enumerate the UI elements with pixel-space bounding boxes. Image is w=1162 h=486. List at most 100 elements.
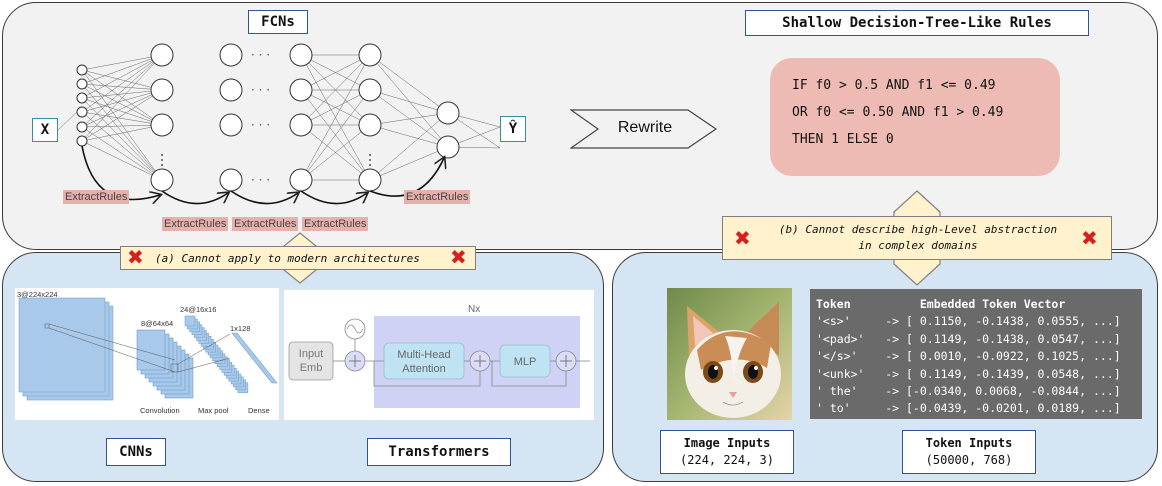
token-row: '</s>' -> [ 0.0010, -0.0922, 0.1025, ...… bbox=[816, 349, 1121, 364]
svg-text:Input: Input bbox=[299, 348, 323, 360]
ellipsis-dot bbox=[369, 154, 371, 156]
cross-icon: ✖ bbox=[450, 245, 467, 269]
rule-line: OR f0 <= 0.50 AND f1 > 0.49 bbox=[792, 105, 1004, 120]
fcn-neuron bbox=[289, 78, 313, 102]
cnn-stage-label: Dense bbox=[248, 406, 270, 415]
fcn-neuron bbox=[436, 135, 460, 159]
token-row: '<pad>' -> [ 0.1149, -0.1438, 0.0547, ..… bbox=[816, 331, 1121, 346]
extract-rules-label: ExtractRules bbox=[232, 217, 299, 231]
rule-line: IF f0 > 0.5 AND f1 <= 0.49 bbox=[792, 78, 996, 93]
fcn-neuron bbox=[289, 113, 313, 137]
extract-rules-label: ExtractRules bbox=[63, 190, 130, 204]
fcn-neurons bbox=[76, 43, 460, 192]
fcn-ellipsis: · · · · · · · · · · · · bbox=[161, 48, 371, 187]
cnn-layer-label: 24@16x16 bbox=[180, 305, 216, 314]
limitation-b-text: (b) Cannot describe high-Level abstracti… bbox=[762, 222, 1074, 254]
ellipsis-text: · · · bbox=[251, 173, 270, 187]
token-row: '<s>' -> [ 0.1150, -0.1438, 0.0555, ...] bbox=[816, 314, 1121, 329]
nx-label: Nx bbox=[468, 304, 480, 315]
fcn-neuron bbox=[219, 43, 243, 67]
cnn-title: CNNs bbox=[106, 438, 166, 466]
transformer-diagram: Nx Input Emb Multi-Head Attention MLP bbox=[288, 304, 590, 408]
cnn-stage-label: Convolution bbox=[140, 406, 180, 415]
cross-icon: ✖ bbox=[127, 245, 144, 269]
fcn-neuron bbox=[150, 168, 174, 192]
fcn-neuron bbox=[76, 121, 88, 133]
cnn-stage-label: Max pool bbox=[198, 406, 229, 415]
extract-rules-label: ExtractRules bbox=[404, 190, 471, 204]
fcn-neuron bbox=[76, 135, 88, 147]
cnn-layer-label: 1x128 bbox=[230, 324, 250, 333]
fcn-title: FCNs bbox=[248, 10, 308, 34]
extract-rules-label: ExtractRules bbox=[162, 217, 229, 231]
image-inputs-shape: (224, 224, 3) bbox=[680, 453, 774, 467]
token-row: '<unk>' -> [ 0.1149, -0.1439, 0.0548, ..… bbox=[816, 366, 1121, 381]
ellipsis-text: · · · bbox=[251, 48, 270, 62]
cnn-layer-label: 3@224x224 bbox=[17, 290, 58, 299]
fcn-neuron bbox=[219, 78, 243, 102]
fcn-neuron bbox=[358, 168, 382, 192]
fcn-title-text: FCNs bbox=[261, 14, 295, 30]
token-table-header: Token Embedded Token Vector bbox=[816, 297, 1066, 311]
extract-rules-arc bbox=[230, 190, 298, 205]
svg-text:Attention: Attention bbox=[402, 363, 445, 375]
rewrite-label: Rewrite bbox=[617, 119, 673, 136]
rules-title: Shallow Decision-Tree-Like Rules bbox=[745, 10, 1089, 36]
cnn-pool-map bbox=[184, 315, 196, 327]
rules-title-text: Shallow Decision-Tree-Like Rules bbox=[782, 15, 1052, 31]
token-row: ' the' -> [-0.0340, 0.0068, -0.0844, ...… bbox=[816, 383, 1121, 398]
rules-box: IF f0 > 0.5 AND f1 <= 0.49 OR f0 <= 0.50… bbox=[770, 58, 1060, 176]
cnn-diagram: 3@224x224 8@64x64 24@16x16 1x128 Convolu… bbox=[17, 290, 278, 415]
fcn-neuron bbox=[76, 106, 88, 118]
image-inputs-caption: Image Inputs (224, 224, 3) bbox=[660, 430, 794, 474]
ellipsis-text: · · · bbox=[251, 83, 270, 97]
ellipsis-dot bbox=[369, 159, 371, 161]
ellipsis-dot bbox=[161, 164, 163, 166]
token-inputs-caption: Token Inputs (50000, 768) bbox=[902, 430, 1036, 474]
svg-text:Emb: Emb bbox=[300, 362, 323, 374]
output-y-box: Ŷ bbox=[500, 116, 526, 142]
limitation-b-line: (b) Cannot describe high-Level abstracti… bbox=[778, 223, 1058, 236]
image-inputs-title: Image Inputs bbox=[683, 436, 771, 450]
ellipsis-text: · · · bbox=[251, 118, 270, 132]
svg-text:MLP: MLP bbox=[514, 356, 537, 368]
transformer-title-text: Transformers bbox=[388, 444, 490, 460]
token-embedding-table: Token Embedded Token Vector '<s>' -> [ 0… bbox=[810, 289, 1142, 419]
fcn-neuron bbox=[358, 78, 382, 102]
fcn-neuron bbox=[289, 168, 313, 192]
fcn-neuron bbox=[150, 113, 174, 137]
fcn-neuron bbox=[219, 113, 243, 137]
rewrite-arrow bbox=[570, 109, 718, 149]
cross-icon: ✖ bbox=[734, 226, 751, 250]
limitation-b-box bbox=[722, 216, 1112, 260]
token-inputs-shape: (50000, 768) bbox=[925, 453, 1013, 467]
extract-rules-arc bbox=[300, 190, 367, 205]
fcn-neuron bbox=[436, 101, 460, 125]
limitation-a-box bbox=[120, 246, 476, 270]
fcn-neuron bbox=[219, 168, 243, 192]
input-x-box: X bbox=[32, 118, 58, 142]
transformer-title: Transformers bbox=[367, 438, 511, 466]
fcn-neuron bbox=[289, 43, 313, 67]
extract-rules-arc bbox=[161, 190, 228, 205]
limitation-a-text: (a) Cannot apply to modern architectures bbox=[155, 252, 420, 265]
fcn-neuron bbox=[358, 113, 382, 137]
ellipsis-dot bbox=[369, 164, 371, 166]
cnn-layer-label: 8@64x64 bbox=[141, 319, 173, 328]
extract-rules-label: ExtractRules bbox=[302, 217, 369, 231]
fcn-neuron bbox=[150, 43, 174, 67]
svg-text:Multi-Head: Multi-Head bbox=[397, 349, 450, 361]
cross-icon: ✖ bbox=[1081, 226, 1098, 250]
rule-line: THEN 1 ELSE 0 bbox=[792, 132, 894, 147]
fcn-network-diagram: · · · · · · · · · · · · bbox=[57, 43, 501, 205]
fcn-neuron bbox=[76, 92, 88, 104]
input-x-label: X bbox=[40, 122, 50, 138]
token-row: ' to' -> [-0.0439, -0.0201, 0.0189, ...] bbox=[816, 401, 1121, 416]
fcn-neuron bbox=[76, 78, 88, 90]
cnn-title-text: CNNs bbox=[119, 444, 153, 460]
ellipsis-dot bbox=[161, 159, 163, 161]
fcn-neuron bbox=[76, 64, 88, 76]
fcn-neuron bbox=[358, 43, 382, 67]
fcn-neuron bbox=[150, 78, 174, 102]
fcn-connections bbox=[57, 54, 501, 181]
